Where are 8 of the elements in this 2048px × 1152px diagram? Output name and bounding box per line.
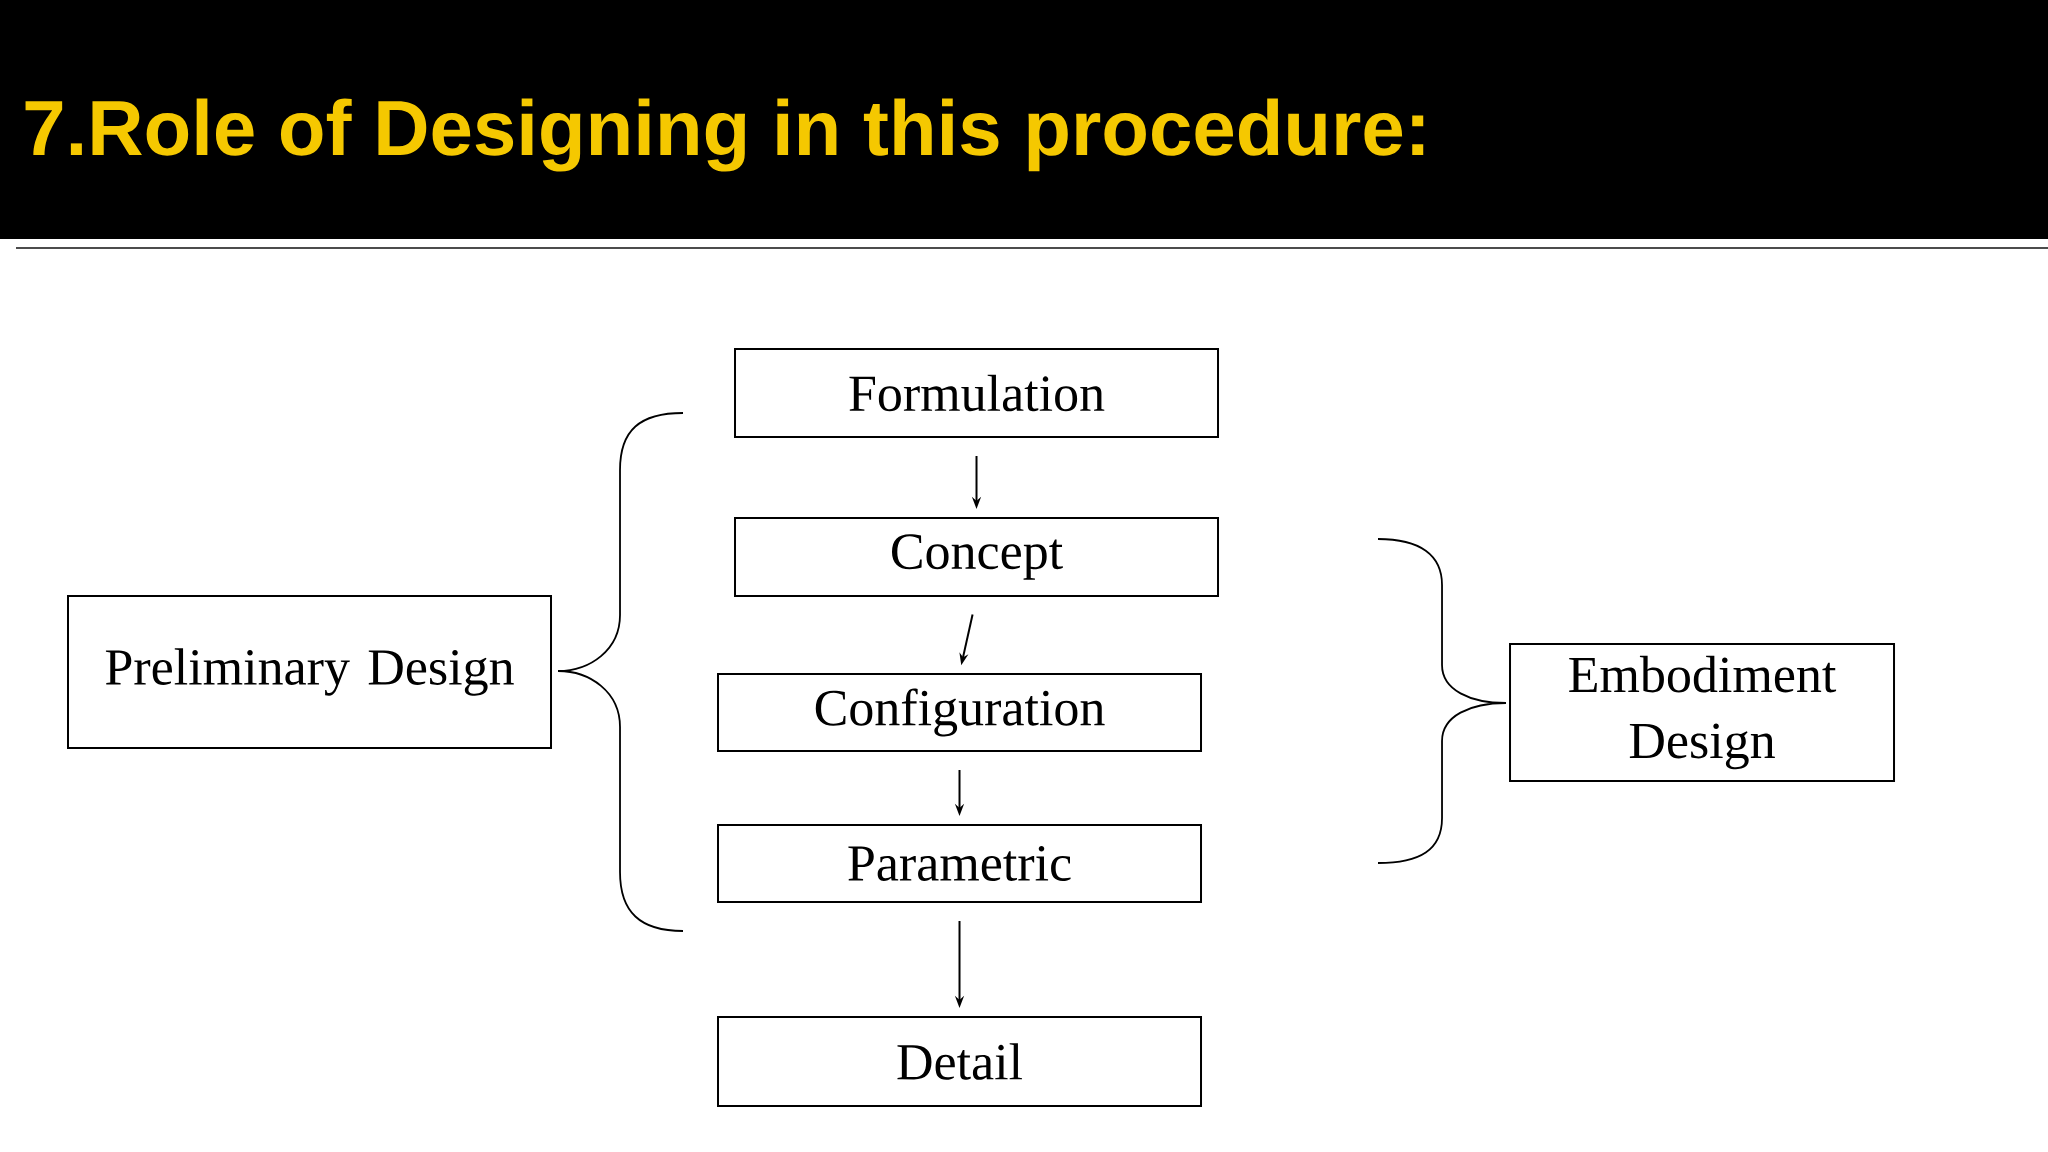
process-box: Concept: [734, 517, 1219, 597]
process-box: Preliminary Design: [67, 595, 552, 749]
process-box: Formulation: [734, 348, 1219, 438]
title: 7.Role of Designing in this procedure:: [25, 98, 1424, 172]
process-box: Parametric: [717, 824, 1202, 903]
process-box: Embodiment Design: [1509, 643, 1895, 782]
process-box: Configuration: [717, 673, 1202, 752]
process-box: Detail: [717, 1016, 1202, 1107]
